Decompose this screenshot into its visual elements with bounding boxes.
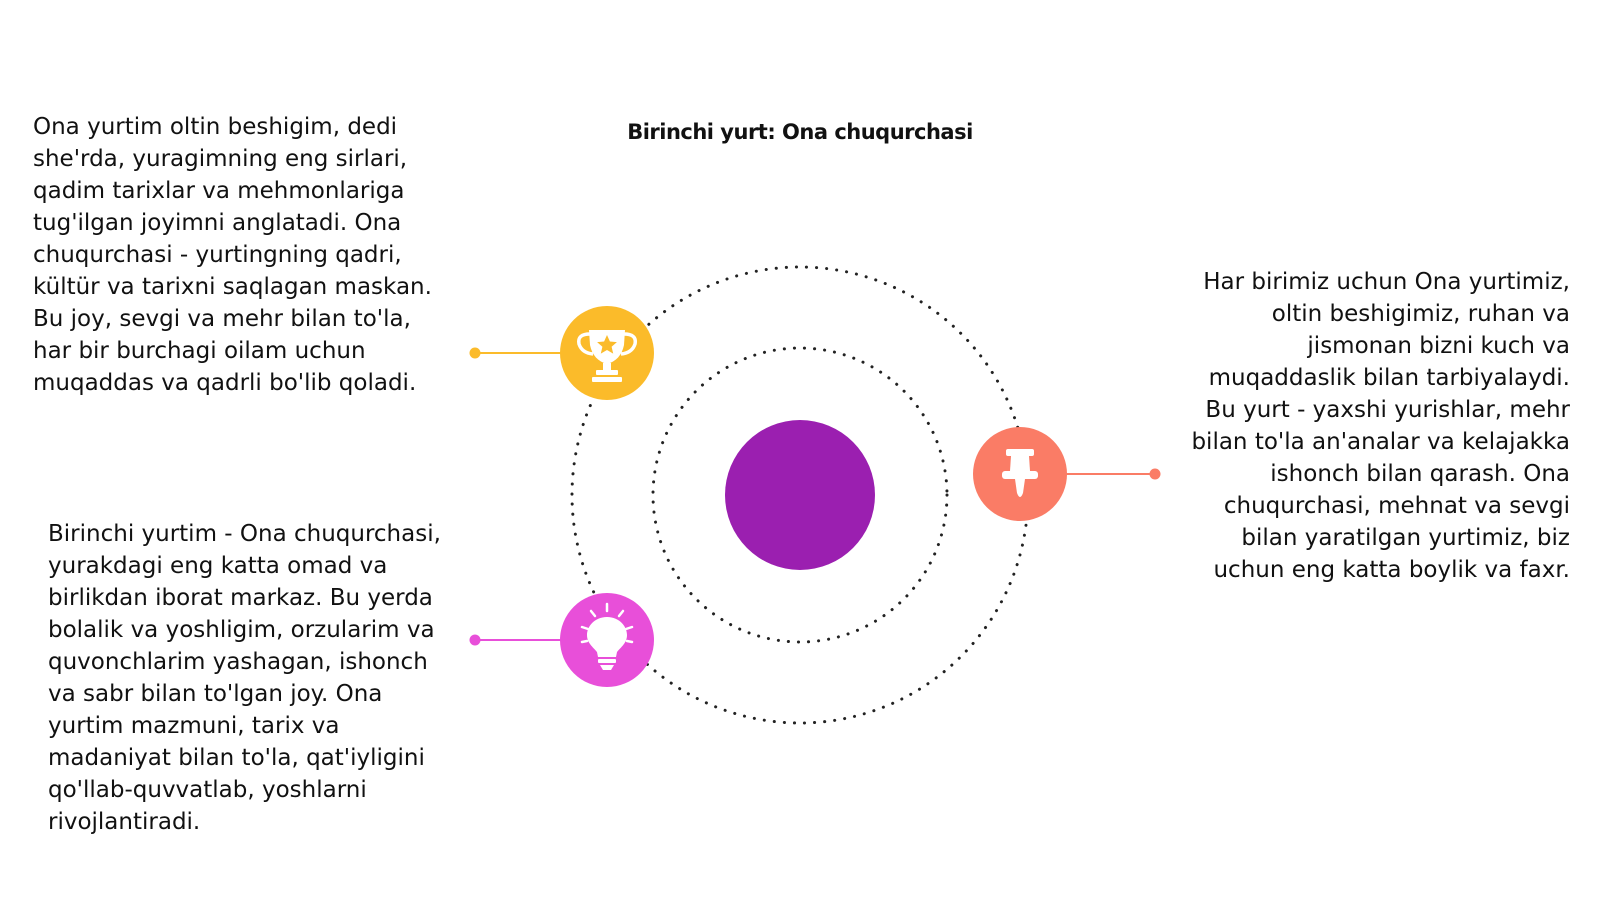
inner-orbit — [651, 346, 949, 644]
pushpin-node — [973, 427, 1067, 521]
text-block-top-left: Ona yurtim oltin beshigim, dedi she'rda,… — [33, 114, 432, 396]
text-block-right: Har birimiz uchun Ona yurtimiz, oltin be… — [1191, 269, 1570, 583]
connector-pushpin — [1060, 468, 1161, 480]
lightbulb-node — [560, 593, 654, 687]
lightbulb-icon — [580, 602, 634, 670]
page-title: Birinchi yurt: Ona chuqurchasi — [627, 120, 973, 144]
trophy-node — [560, 306, 654, 400]
center-circle — [725, 420, 875, 570]
text-block-bottom-left: Birinchi yurtim - Ona chuqurchasi, yurak… — [48, 521, 441, 835]
trophy-icon — [576, 330, 638, 382]
connector-trophy — [469, 347, 565, 359]
pushpin-icon — [1002, 449, 1038, 497]
connector-lightbulb — [469, 634, 565, 646]
